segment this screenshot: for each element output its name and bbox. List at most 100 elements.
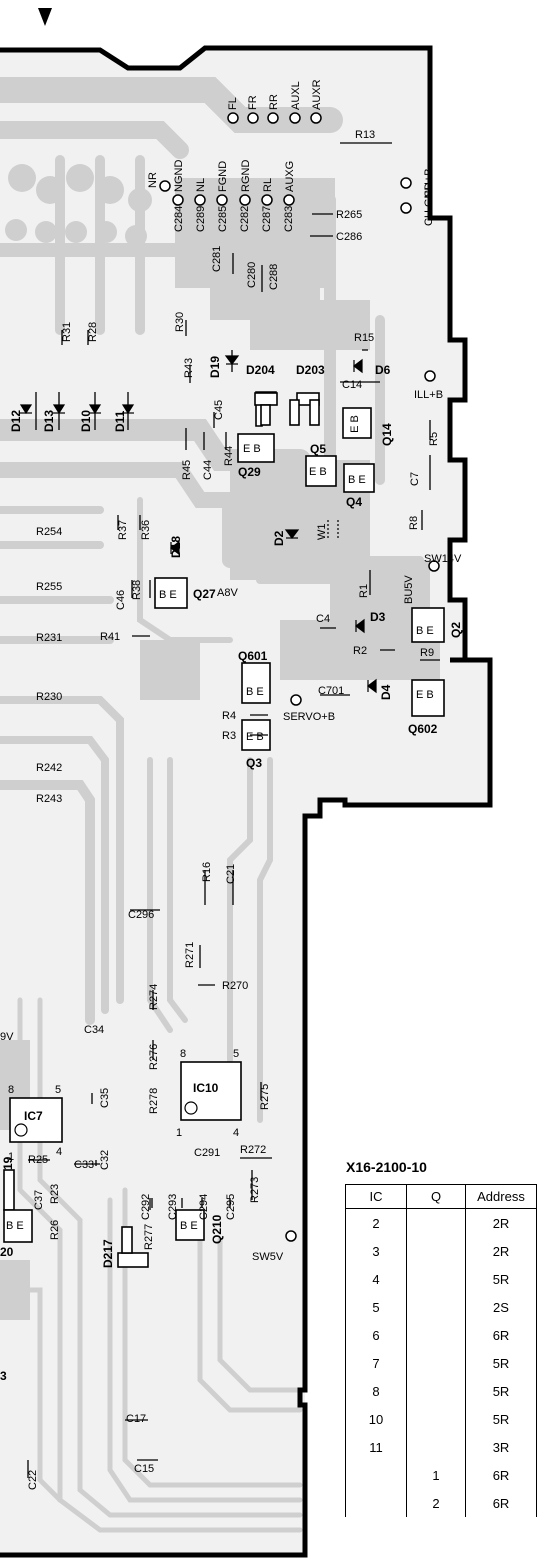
connector-labels: FL FR RR AUXL AUXR NR NGND NL FGND RGND …: [0, 79, 462, 1263]
cell-q: [406, 1208, 466, 1237]
label-r278: R278: [148, 1088, 160, 1114]
label-r271: R271: [184, 942, 196, 968]
label-d2: D2: [272, 530, 286, 546]
label-r254: R254: [36, 526, 62, 538]
label-d217: D217: [101, 1239, 115, 1268]
label-r45: R45: [181, 460, 193, 480]
label-r31: R31: [61, 322, 73, 342]
label-auxl: AUXL: [290, 81, 302, 110]
label-c295: C295: [225, 1194, 237, 1220]
label-q14: Q14: [380, 423, 394, 446]
ic7-pin8: 8: [8, 1084, 14, 1096]
cell-ic: 3: [345, 1237, 407, 1265]
label-d18: D18: [169, 536, 183, 558]
ic7-pin5: 5: [55, 1084, 61, 1096]
pin-label-q5: E B: [309, 466, 327, 478]
cell-ic: 10: [345, 1405, 407, 1433]
label-d13: D13: [42, 410, 56, 432]
pin-label-q29: E B: [243, 443, 261, 455]
ic10-pin4: 4: [233, 1127, 239, 1139]
pin-label-q2: B E: [416, 625, 434, 637]
label-c282: C282: [239, 206, 251, 232]
label-sw14v: SW14V: [424, 553, 462, 565]
cell-address: 6R: [465, 1461, 537, 1489]
pin-labels: E B E B E B B E B E B E B E E B E B B E …: [6, 415, 434, 1232]
label-r38: R38: [131, 580, 143, 600]
label-c287: C287: [261, 206, 273, 232]
connector-holes: [159, 112, 440, 1242]
label-c288: C288: [268, 264, 280, 290]
cell-address: 6R: [465, 1489, 537, 1517]
label-q5: Q5: [310, 442, 326, 456]
ic7-pin1: 1: [8, 1151, 14, 1163]
label-r1: R1: [358, 584, 370, 598]
label-r4: R4: [222, 710, 236, 722]
label-c7: C7: [409, 472, 421, 486]
label-c37: C37: [33, 1190, 45, 1210]
label-r277: R277: [143, 1224, 155, 1250]
cell-ic: 7: [345, 1349, 407, 1377]
ic10-pin1: 1: [176, 1127, 182, 1139]
label-r3: R3: [222, 730, 236, 742]
label-c34: C34: [84, 1024, 104, 1036]
label-r243: R243: [36, 793, 62, 805]
label-c32: C32: [99, 1150, 111, 1170]
label-c296: C296: [128, 909, 154, 921]
label-q27: Q27: [193, 587, 216, 601]
component-bodies: [3, 391, 445, 1268]
label-ch-b: CH+B: [423, 168, 435, 198]
label-r30: R30: [174, 312, 186, 332]
label-d19: D19: [208, 356, 222, 378]
label-r25: R25: [28, 1154, 48, 1166]
label-rr: RR: [268, 94, 280, 110]
pin-label-q14: E B: [349, 415, 361, 433]
cell-address: 6R: [465, 1321, 537, 1349]
label-c45: C45: [213, 400, 225, 420]
label-q601: Q601: [238, 649, 268, 663]
cell-address: 3R: [465, 1433, 537, 1461]
label-auxr: AUXR: [311, 79, 323, 110]
label-c291: C291: [194, 1147, 220, 1159]
label-q210: Q210: [210, 1214, 224, 1244]
label-r273: R273: [249, 1177, 261, 1203]
label-c286: C286: [336, 231, 362, 243]
label-c284: C284: [173, 206, 185, 232]
label-d4: D4: [379, 684, 393, 700]
label-r15: R15: [354, 332, 374, 344]
label-r43: R43: [183, 358, 195, 378]
pin-label-q210: B E: [180, 1220, 198, 1232]
label-fgnd: FGND: [217, 161, 229, 192]
label-r230: R230: [36, 691, 62, 703]
label-c44: C44: [202, 460, 214, 480]
label-c280: C280: [246, 262, 258, 288]
label-r37: R37: [117, 520, 129, 540]
label-ch-gnd: CH GND: [423, 183, 435, 226]
resistor-labels: R13 R265 R30 R31 R28 R43 R15 R5 R45 R44 …: [28, 129, 440, 1250]
board-part-number: X16-2100-10: [346, 1159, 427, 1175]
label-r242: R242: [36, 762, 62, 774]
cell-q: [406, 1349, 466, 1377]
label-r44: R44: [223, 446, 235, 466]
ic7-pin4: 4: [56, 1146, 62, 1158]
label-r275: R275: [259, 1084, 271, 1110]
label-r272: R272: [240, 1144, 266, 1156]
label-r276: R276: [148, 1044, 160, 1070]
label-r270: R270: [222, 980, 248, 992]
label-c14: C14: [342, 379, 362, 391]
pin-label-q4: B E: [348, 474, 366, 486]
label-q4: Q4: [346, 495, 362, 509]
label-auxg: AUXG: [284, 161, 296, 192]
label-a8v: A8V: [217, 587, 238, 599]
label-rgnd: RGND: [240, 160, 252, 192]
cell-address: 2R: [465, 1208, 537, 1237]
cell-q: [406, 1293, 466, 1321]
label-r5: R5: [428, 432, 440, 446]
label-fr: FR: [247, 95, 259, 110]
cell-address: 5R: [465, 1349, 537, 1377]
